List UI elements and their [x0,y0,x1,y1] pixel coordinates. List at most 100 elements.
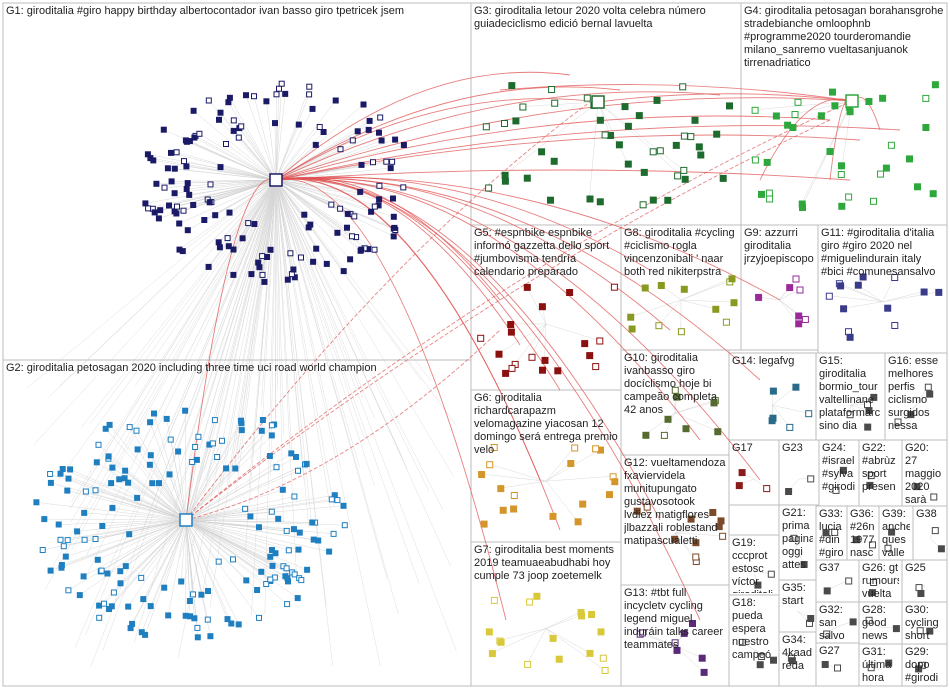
cross-edge [275,179,375,486]
node-g2 [247,513,254,520]
edge-g2 [149,464,187,521]
node-g2 [147,419,154,426]
edge-g3 [522,101,599,107]
node-g2 [268,422,275,429]
node-g12 [715,523,723,531]
node-g4 [765,189,773,197]
node-g4 [799,204,806,211]
node-g1 [230,246,237,253]
edge-g11 [882,291,924,303]
group-box-g23 [778,439,820,506]
edge-g2 [185,459,198,521]
node-g2 [58,564,65,571]
node-g7 [601,667,609,674]
edge-g2 [185,496,295,521]
edge-g7 [545,615,582,629]
node-g3 [664,196,672,204]
cross-edge [275,179,292,451]
edge-g2 [185,519,239,625]
node-g1 [176,220,183,227]
node-g1 [383,158,390,165]
edge-g1 [228,102,277,181]
edge-g2 [185,519,276,578]
node-g1 [344,224,350,231]
edge-g1 [186,179,277,190]
node-g8 [655,322,663,330]
node-g2 [283,527,290,534]
node-g34 [788,657,796,665]
node-g3 [656,147,664,155]
node-g37 [823,587,831,595]
node-g2 [256,524,262,531]
node-g11 [846,333,854,341]
node-g8 [722,318,730,326]
edge-g2 [185,429,243,521]
node-g2 [106,421,113,428]
edge-g1 [150,157,277,181]
node-g1 [216,244,223,251]
node-g2 [328,496,335,503]
cross-edge [275,179,364,398]
edge-g11 [882,291,939,303]
edge-g2 [109,424,187,521]
cross-edge [275,179,365,440]
edge-g2 [185,420,216,521]
node-g2 [109,504,116,511]
node-g31 [867,664,875,672]
edge-g3 [504,101,599,175]
node-g2 [47,471,54,477]
hub-edge [275,71,571,181]
edge-g8 [680,281,730,301]
node-g1 [251,221,258,227]
node-g2 [219,437,225,444]
edge-g2 [105,428,187,521]
node-g2 [92,487,99,494]
node-g1 [349,137,356,144]
node-g3 [640,168,648,176]
node-g1 [320,129,327,135]
node-g2 [116,476,123,483]
node-g2 [163,415,170,422]
node-g7 [490,596,498,604]
edge-g2 [98,444,187,521]
edge-g2 [185,420,242,521]
node-g1 [301,211,308,218]
node-g2 [228,620,235,627]
node-g1 [368,208,375,215]
group-box-g7 [470,541,622,687]
node-g2 [263,581,270,587]
cross-edge [275,179,277,418]
group-box-g18 [728,594,780,687]
node-g10 [660,431,668,439]
node-g1 [347,256,354,263]
node-g12 [717,517,725,525]
cross-edge [173,179,277,508]
edge-g1 [275,94,277,181]
node-g7 [555,655,563,663]
node-g2 [295,546,302,553]
hub-edge [275,178,701,621]
edge-g6 [545,481,578,522]
node-g3 [583,94,591,102]
node-g1 [168,178,175,185]
node-g4 [882,164,890,172]
hub-edge [275,177,761,381]
node-g1 [371,246,378,253]
node-g1 [217,164,224,171]
node-g8 [730,299,738,307]
node-g24 [832,486,840,494]
node-g9 [795,320,803,328]
cross-edge [275,179,284,524]
node-g17 [735,482,743,490]
group-box-g3 [470,2,742,226]
node-g1 [151,209,158,216]
node-g3 [547,196,554,204]
edge-g2 [185,519,289,551]
edge-g1 [275,179,395,229]
edge-g14 [772,405,790,428]
node-g2 [207,633,214,640]
node-g6 [510,492,518,499]
edge-g2 [185,519,271,558]
group-box-g22 [858,439,903,507]
node-g2 [243,577,250,584]
